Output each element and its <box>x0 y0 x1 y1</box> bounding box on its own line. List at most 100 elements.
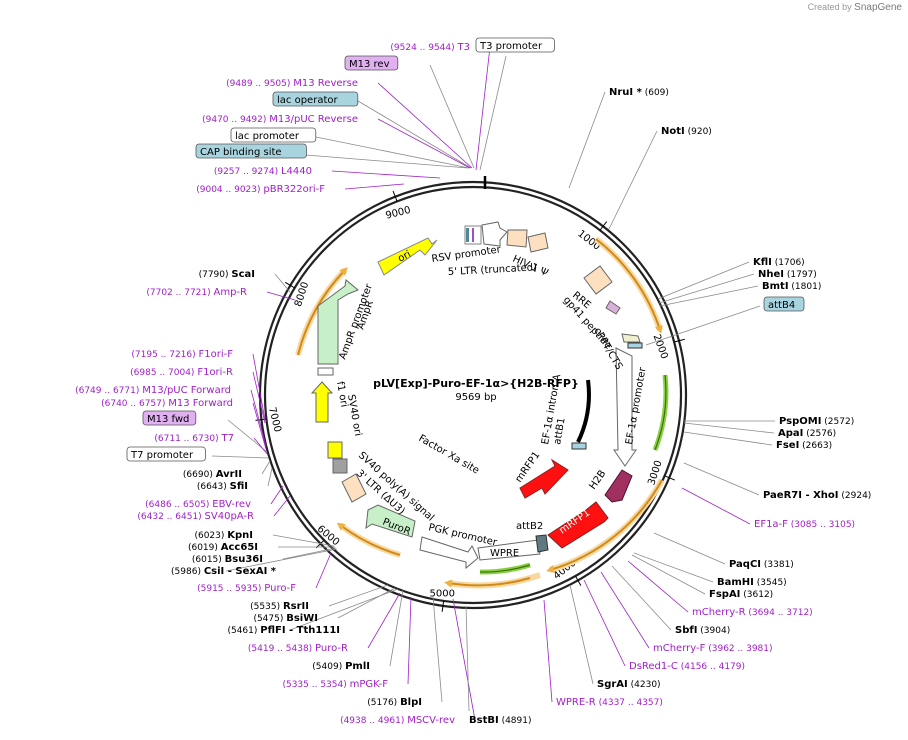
site-label-puro-r[interactable]: (5419 .. 5438) Puro-R <box>248 643 348 654</box>
site-label-puro-f[interactable]: (5915 .. 5935) Puro-F <box>197 583 296 594</box>
site-label-paqci[interactable]: PaqCI (3381) <box>729 559 794 570</box>
site-label-dsred1-c[interactable]: DsRed1-C (4156 .. 4179) <box>629 661 745 672</box>
site-label-mcherry-f[interactable]: mCherry-F (3962 .. 3981) <box>653 643 773 654</box>
feature-label-box <box>344 55 399 71</box>
ampr-feature-arrow[interactable] <box>317 279 359 365</box>
site-label-m13-reverse[interactable]: (9489 .. 9505) M13 Reverse <box>226 78 358 89</box>
h2b-feature-arrow[interactable] <box>604 469 633 503</box>
site-label-t7-promoter[interactable]: T7 promoter <box>126 446 206 462</box>
site-label-blpi[interactable]: (5176) BlpI <box>367 697 422 708</box>
site-label-bsu36i[interactable]: (6015) Bsu36I <box>192 554 263 565</box>
attb2-feature[interactable] <box>535 534 549 553</box>
site-label-amp-r[interactable]: (7702 .. 7721) Amp-R <box>146 287 247 298</box>
site-label-pspomi[interactable]: PspOMI (2572) <box>779 416 854 427</box>
ltr5-feature[interactable] <box>506 229 528 248</box>
site-label-mcherry-r[interactable]: mCherry-R (3694 .. 3712) <box>692 607 813 618</box>
site-label-nhei[interactable]: NheI (1797) <box>758 269 817 280</box>
site-label-f1ori-f[interactable]: (7195 .. 7216) F1ori-F <box>131 349 233 360</box>
site-label-fsei[interactable]: FseI (2663) <box>776 440 832 451</box>
site-label-kfli[interactable]: KflI (1706) <box>753 257 805 268</box>
site-label-mscv-rev[interactable]: (4938 .. 4961) MSCV-rev <box>340 715 455 726</box>
site-label-ef1a-f[interactable]: EF1a-F (3085 .. 3105) <box>754 519 855 530</box>
wpre-feature[interactable] <box>477 539 541 561</box>
leader-line <box>389 589 404 667</box>
ori-feature-arrow[interactable] <box>377 237 438 276</box>
site-label-m13-rev[interactable]: M13 rev <box>344 55 399 71</box>
site-label-paer7i[interactable]: PaeR7I - XhoI (2924) <box>763 490 871 501</box>
enzyme-label-text: NheI (1797) <box>758 269 817 280</box>
site-label-sfii-1[interactable]: (6643) SfiI <box>197 481 248 492</box>
site-label-t3-promoter[interactable]: T3 promoter <box>475 37 555 53</box>
puror-feature-arrow[interactable] <box>365 504 416 538</box>
site-label-sbfi-2[interactable]: SbfI (3904) <box>675 625 730 636</box>
f1-ori-feature-arrow[interactable] <box>310 381 334 423</box>
attb4-feature[interactable] <box>627 342 643 349</box>
wpre-label: WPRE <box>490 548 519 559</box>
site-label-bsiwi[interactable]: (5475) BsiWI <box>253 613 318 624</box>
site-label-pbr322ori-f[interactable]: (9004 .. 9023) pBR322ori-F <box>196 184 325 195</box>
feature-label-text: T3 promoter <box>479 41 543 52</box>
site-label-m13-puc-reverse[interactable]: (9470 .. 9492) M13/pUC Reverse <box>202 114 358 125</box>
site-label-kpni[interactable]: (6023) KpnI <box>194 530 253 541</box>
sv40-ori-feature[interactable] <box>327 441 343 459</box>
sv40-pa-feature[interactable] <box>332 458 348 474</box>
feature-label-box <box>126 446 206 462</box>
cppt-label: cPPT/CTS <box>591 326 624 372</box>
site-label-bmti[interactable]: BmtI (1801) <box>762 281 821 292</box>
primer-label-text: (6740 .. 6757) M13 Forward <box>101 398 233 409</box>
leader-line <box>273 495 291 517</box>
site-label-m13-forward[interactable]: (6740 .. 6757) M13 Forward <box>101 398 233 409</box>
enzyme-label-text: BmtI (1801) <box>762 281 821 292</box>
leader-line <box>261 460 271 475</box>
primer-label-text: (9004 .. 9023) pBR322ori-F <box>196 184 325 195</box>
site-label-t3-primer[interactable]: (9524 .. 9544) T3 <box>390 42 470 53</box>
site-label-fspai[interactable]: FspAI (3612) <box>709 589 773 600</box>
site-label-m13-puc-forward[interactable]: (6749 .. 6771) M13/pUC Forward <box>75 385 231 396</box>
leader-lines <box>211 46 775 721</box>
site-label-lac-operator[interactable]: lac operator <box>272 91 359 107</box>
site-label-ebv-rev[interactable]: (6486 .. 6505) EBV-rev <box>145 499 251 510</box>
site-label-cap-binding[interactable]: CAP binding site <box>195 143 307 159</box>
rsv-promoter-arrow[interactable] <box>481 221 508 247</box>
mrfp1-feature-arrow[interactable] <box>547 501 609 549</box>
attb1-feature[interactable] <box>571 442 587 450</box>
site-label-f1ori-r[interactable]: (6985 .. 7004) F1ori-R <box>130 367 233 378</box>
gp41-feature[interactable] <box>605 300 621 315</box>
mrfp1-inner-arrow[interactable] <box>519 458 569 499</box>
site-label-bamhi[interactable]: BamHI (3545) <box>717 577 787 588</box>
enzyme-label-text: KflI (1706) <box>753 257 805 268</box>
leader-line <box>253 437 269 456</box>
leader-line <box>337 587 396 619</box>
site-label-mpgk-f[interactable]: (5335 .. 5354) mPGK-F <box>282 679 388 690</box>
site-label-acc65i[interactable]: (6019) Acc65I <box>188 542 258 553</box>
site-label-bstbi[interactable]: BstBI (4891) <box>469 715 532 726</box>
hiv-psi-feature[interactable] <box>527 232 549 253</box>
enzyme-label-text: NotI (920) <box>661 126 712 137</box>
site-label-nrui[interactable]: NruI * (609) <box>609 87 669 98</box>
ef1a-promoter-arrow[interactable] <box>613 347 637 467</box>
site-label-l4440[interactable]: (9257 .. 9274) L4440 <box>214 166 312 177</box>
leader-line <box>583 579 626 667</box>
site-label-sv40pa-r[interactable]: (6432 .. 6451) SV40pA-R <box>137 511 254 522</box>
site-label-lac-promoter[interactable]: lac promoter <box>230 127 317 143</box>
site-label-avrii[interactable]: (6690) AvrII <box>183 469 242 480</box>
site-label-t7[interactable]: (6711 .. 6730) T7 <box>154 433 234 444</box>
rre-feature[interactable] <box>583 265 613 295</box>
pgk-promoter-arrow[interactable] <box>419 536 479 570</box>
site-label-pflfi[interactable]: (5461) PflFI - Tth111I <box>227 625 340 636</box>
site-label-noti[interactable]: NotI (920) <box>661 126 712 137</box>
site-label-sgrai[interactable]: SgrAI (4230) <box>597 679 661 690</box>
site-label-pmli[interactable]: (5409) PmlI <box>312 661 370 672</box>
ltr3-feature[interactable] <box>341 473 367 503</box>
site-label-csii[interactable]: (5986) CsiI - SexAI * <box>171 566 277 577</box>
site-label-apai[interactable]: ApaI (2576) <box>778 428 836 439</box>
site-label-attb4[interactable]: attB4 <box>763 296 805 312</box>
site-label-m13-fwd[interactable]: M13 fwd <box>142 410 197 426</box>
leader-line <box>475 46 491 171</box>
leader-line <box>657 261 750 300</box>
cppt-feature[interactable] <box>621 333 641 343</box>
site-label-rsrii[interactable]: (5535) RsrII <box>250 601 309 612</box>
leader-line <box>252 353 266 421</box>
site-label-wpre-r[interactable]: WPRE-R (4337 .. 4357) <box>556 697 663 708</box>
site-label-scai[interactable]: (7790) ScaI <box>199 269 255 280</box>
